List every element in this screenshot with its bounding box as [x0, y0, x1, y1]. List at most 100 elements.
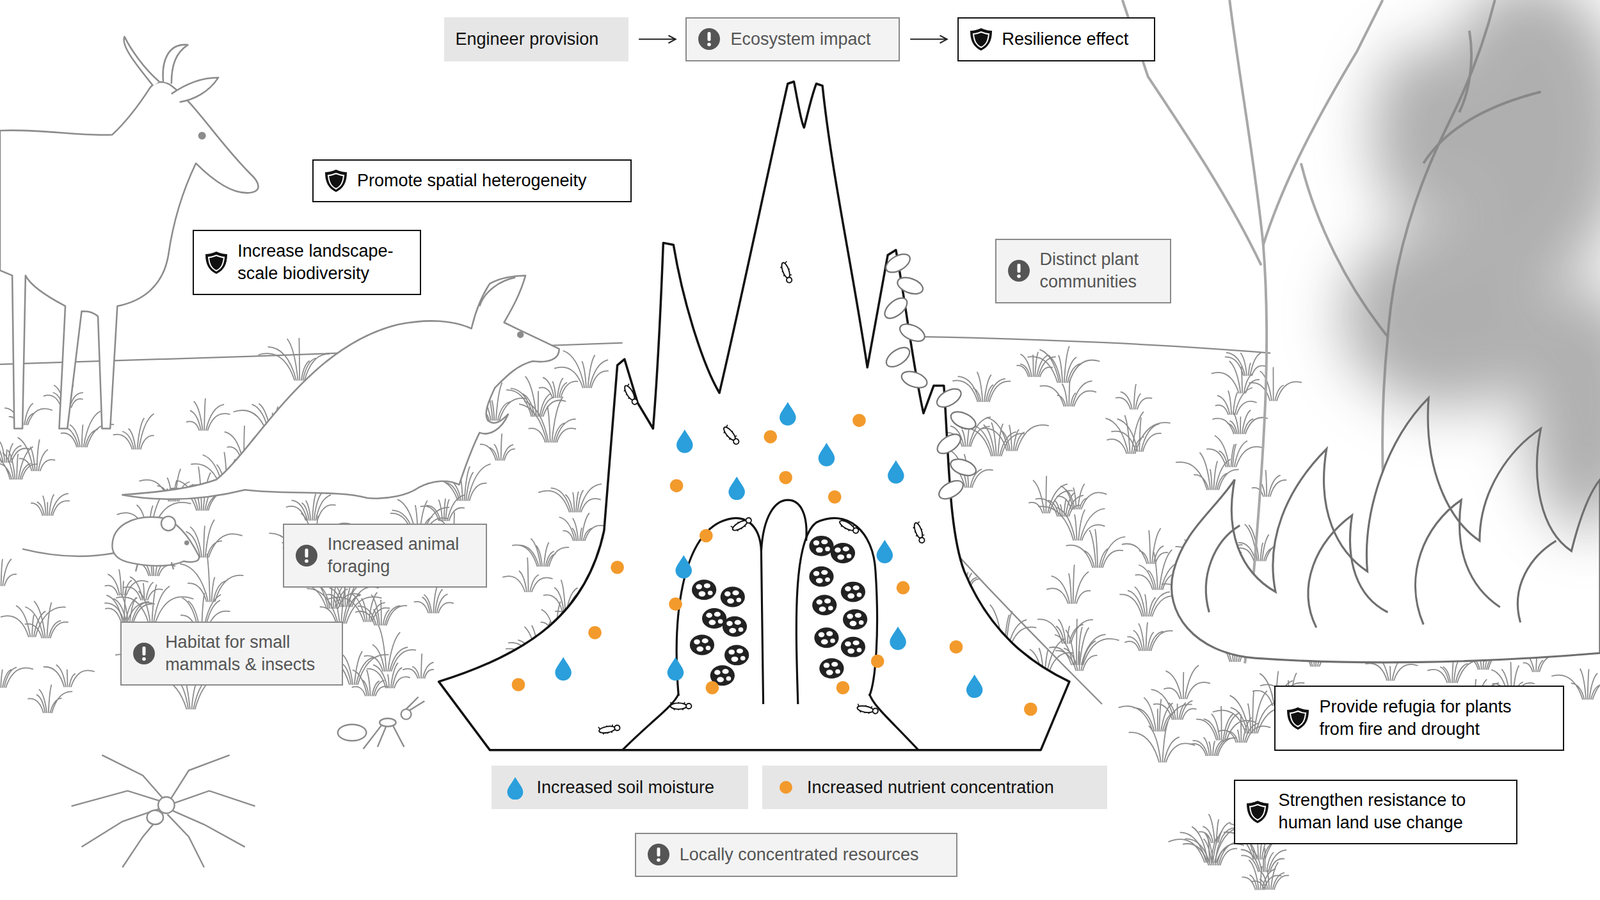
impact-box: Increased animal foraging: [282, 523, 488, 588]
comb-hole: [734, 620, 742, 626]
comb-body: [840, 636, 866, 658]
node-text: Engineer provision: [455, 28, 600, 51]
nutrient-dot: [896, 581, 911, 595]
shield-icon: [1285, 705, 1311, 731]
grass-tuft: [1248, 366, 1302, 401]
tree-branch: [1263, 0, 1384, 246]
nutrient-dot: [871, 654, 885, 669]
comb-hole: [724, 591, 731, 597]
grass-tuft: [559, 512, 605, 541]
provision-box: Increased soil moisture: [491, 765, 748, 810]
grass-tuft: [1128, 721, 1196, 763]
node-text-block: Distinct plant communities: [1040, 248, 1161, 294]
grass-tuft: [0, 558, 17, 586]
shield-shape: [970, 28, 992, 51]
aardvark: [122, 275, 559, 499]
impact-box: Distinct plant communities: [995, 238, 1172, 303]
termite-head: [686, 703, 692, 709]
comb-hole: [847, 593, 855, 599]
moisture-drop: [667, 657, 685, 681]
nutrient-dot: [668, 597, 683, 611]
flow-arrow: [638, 38, 676, 40]
termite-body: [670, 702, 688, 710]
comb-body: [842, 609, 868, 630]
grass-tuft: [402, 653, 434, 679]
chamber-wall: [760, 499, 807, 552]
shield-inner: [1290, 711, 1306, 727]
termite: [598, 723, 621, 735]
node-text: Resilience effect: [1002, 28, 1129, 51]
fungus-comb: [691, 579, 717, 600]
termites: [598, 261, 927, 735]
bang-icon: [646, 842, 671, 867]
grass-tuft: [414, 586, 454, 614]
comb-hole: [707, 590, 713, 596]
nutrient-dot: [610, 560, 624, 575]
grass-tuft: [186, 398, 231, 431]
alert-circle: [647, 843, 670, 866]
comb-body: [691, 579, 717, 600]
nutrient-dot: [512, 677, 526, 692]
leaf: [948, 408, 979, 433]
comb-hole: [731, 656, 739, 662]
comb-body: [689, 634, 715, 656]
grass-tuft: [502, 557, 553, 592]
comb-hole: [858, 620, 864, 625]
grass-tuft: [0, 605, 66, 637]
comb-hole: [831, 661, 838, 667]
grass-tuft: [1111, 417, 1161, 452]
alert-circle: [133, 642, 155, 665]
mound-plants: [881, 250, 979, 503]
termite: [730, 515, 754, 533]
comb-hole: [847, 648, 855, 654]
alert-circle: [1008, 259, 1030, 282]
comb-hole: [834, 547, 841, 553]
grass-tuft: [17, 437, 56, 472]
grass-tuft: [0, 446, 38, 480]
alert-bar: [142, 646, 146, 656]
node-text-block: Locally concentrated resources: [679, 843, 920, 866]
node-text-block: Increased animal foraging: [327, 533, 475, 578]
comb-body: [720, 586, 745, 608]
termite-head: [631, 398, 639, 406]
bang-icon: [1006, 258, 1032, 283]
nutrient-dot: [836, 680, 850, 695]
resilience-box: Resilience effect: [957, 17, 1156, 62]
resilience-box: Increase landscape-scale biodiversity: [192, 229, 422, 296]
comb-hole: [732, 590, 739, 596]
mouse-tail: [22, 549, 114, 557]
shield-inner: [1249, 804, 1266, 820]
resilience-box: Strengthen resistance to human land use …: [1233, 779, 1518, 844]
comb-hole: [826, 631, 833, 637]
aardvark-eye: [517, 332, 523, 338]
comb-hole: [837, 554, 845, 560]
moisture-drop: [818, 442, 836, 467]
comb-hole: [726, 620, 733, 626]
comb-hole: [816, 547, 824, 553]
grass-tuft: [1046, 564, 1091, 604]
fungus-comb: [720, 586, 745, 608]
alert-dot: [142, 657, 146, 662]
comb-body: [830, 542, 856, 564]
termite: [912, 521, 927, 544]
comb-hole: [813, 570, 820, 576]
leaf: [948, 456, 979, 479]
spider: [71, 755, 256, 868]
moisture-drop: [779, 401, 797, 426]
fungus-comb: [812, 594, 837, 616]
dot-icon: [773, 775, 799, 800]
comb-hole: [819, 606, 827, 612]
termite: [721, 424, 742, 447]
grass-tuft: [952, 371, 1011, 402]
termite: [837, 517, 861, 536]
leaf: [899, 368, 930, 391]
moisture-drop: [887, 460, 905, 484]
comb-hole: [726, 676, 732, 681]
termite-head: [785, 276, 793, 284]
grass-tuft: [1175, 452, 1240, 491]
comb-hole: [716, 677, 724, 683]
fungus-combs: [689, 535, 868, 686]
grass-tuft: [1124, 622, 1173, 651]
termite-head: [732, 437, 740, 446]
